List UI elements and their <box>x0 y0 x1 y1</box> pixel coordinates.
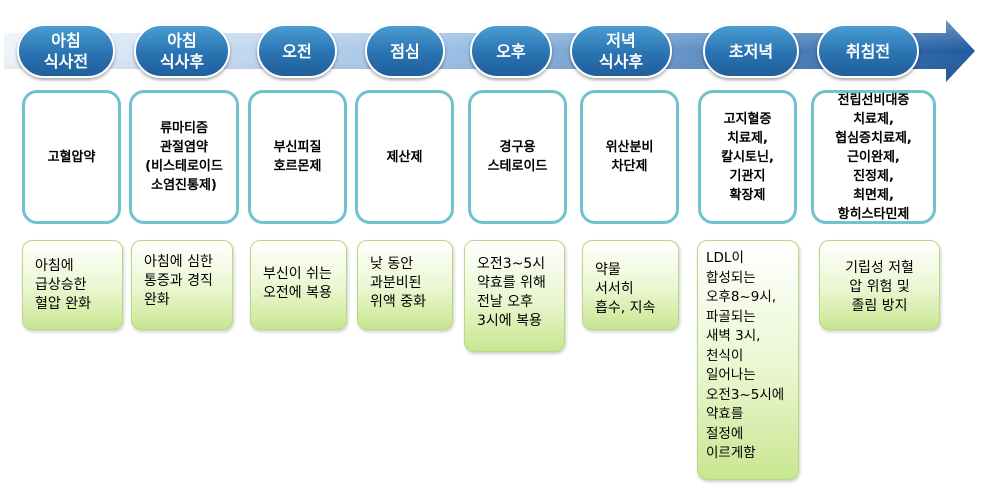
time-label-afternoon: 오후 <box>470 24 552 78</box>
note-box: 기립성 저혈 압 위험 및 졸림 방지 <box>819 240 940 330</box>
note-box: LDL이 합성되는 오후8~9시, 파골되는 새벽 3시, 천식이 일어나는 오… <box>697 240 799 480</box>
note-box: 아침에 급상승한 혈압 완화 <box>22 240 123 330</box>
drug-box: 부신피질 호르몬제 <box>248 90 347 224</box>
note-box: 아침에 심한 통증과 경직 완화 <box>131 240 233 330</box>
time-label-lunch: 점심 <box>365 24 445 78</box>
time-label-bedtime: 취침전 <box>817 24 919 78</box>
drug-box: 위산분비 차단제 <box>580 90 679 224</box>
drug-box: 류마티즘 관절염약 (비스테로이드 소염진통제) <box>129 90 239 224</box>
time-label-morning-after-meal: 아침 식사후 <box>134 24 230 78</box>
note-box: 부신이 쉬는 오전에 복용 <box>250 240 347 330</box>
time-label-evening-after-meal: 저녁 식사후 <box>570 24 672 78</box>
drug-box: 전립선비대증 치료제, 협심증치료제, 근이완제, 진정제, 최면제, 항히스타… <box>811 90 936 224</box>
drug-box: 제산제 <box>355 90 454 224</box>
note-box: 오전3~5시 약효를 위해 전날 오후 3시에 복용 <box>464 240 565 352</box>
drug-box: 고혈압약 <box>22 90 121 224</box>
note-box: 낮 동안 과분비된 위액 중화 <box>357 240 453 330</box>
time-label-morning-before-meal: 아침 식사전 <box>17 24 115 78</box>
drug-box: 경구용 스테로이드 <box>468 90 567 224</box>
time-label-early-evening: 초저녁 <box>703 24 799 78</box>
drug-box: 고지혈증 치료제, 칼시토닌, 기관지 확장제 <box>698 90 797 224</box>
time-label-forenoon: 오전 <box>257 24 337 78</box>
note-box: 약물 서서히 흡수, 지속 <box>582 240 679 330</box>
